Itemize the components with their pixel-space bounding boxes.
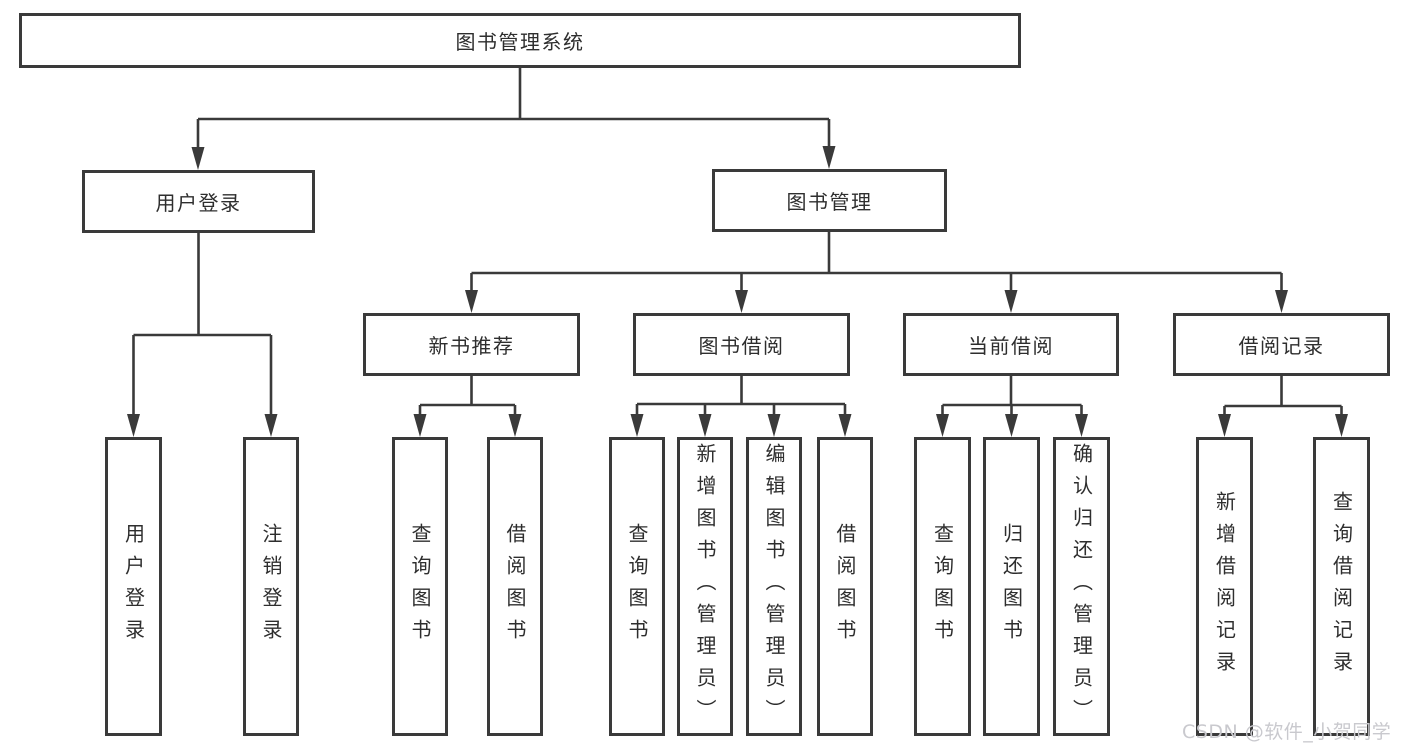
node-label: 查询图书	[625, 522, 649, 651]
leaf-query-borrow-record: 查询借阅记录	[1313, 437, 1370, 736]
node-label: 借阅记录	[1238, 334, 1325, 358]
connector-arrowhead-icon	[1004, 290, 1018, 313]
node-label: 归还图书	[999, 522, 1024, 651]
leaf-add-book-admin: 新增图书（管理员）	[677, 437, 733, 736]
node-book-borrowing: 图书借阅	[633, 313, 850, 376]
connector-arrowhead-icon	[1275, 290, 1288, 313]
node-book-management: 图书管理	[712, 169, 947, 232]
connector-arrowhead-icon	[1218, 414, 1231, 437]
connector-arrowhead-icon	[936, 414, 949, 437]
connector-trunks	[133, 68, 1342, 408]
csdn-watermark: CSDN @软件_小贺同学	[1182, 721, 1392, 743]
connector-arrowhead-icon	[191, 147, 205, 170]
leaf-logout: 注销登录	[243, 437, 299, 736]
leaf-edit-book-admin: 编辑图书（管理员）	[746, 437, 802, 736]
node-label: 查询借阅记录	[1329, 490, 1354, 683]
node-new-book-recommend: 新书推荐	[363, 313, 580, 376]
leaf-borrow-books-recommend: 借阅图书	[487, 437, 543, 736]
leaf-query-books-borrowing: 查询图书	[609, 437, 665, 736]
connector-arrowhead-icon	[1335, 414, 1348, 437]
node-label: 图书管理	[786, 190, 873, 214]
node-user-login: 用户登录	[82, 170, 315, 233]
connector-arrowhead-icon	[413, 414, 427, 437]
node-label: 用户登录	[155, 191, 242, 215]
node-label: 查询图书	[930, 522, 955, 651]
connector-arrowhead-icon	[767, 414, 781, 437]
node-library-management-system: 图书管理系统	[19, 13, 1021, 68]
leaf-borrow-books-borrowing: 借阅图书	[817, 437, 873, 736]
node-label: 新增图书（管理员）	[693, 442, 717, 731]
connector-arrowhead-icon	[698, 414, 712, 437]
connector-arrowhead-icon	[630, 414, 644, 437]
node-label: 新书推荐	[428, 334, 515, 358]
leaf-query-books-current: 查询图书	[914, 437, 971, 736]
node-label: 用户登录	[121, 522, 146, 651]
leaf-confirm-return-admin: 确认归还（管理员）	[1053, 437, 1110, 736]
leaf-return-books: 归还图书	[983, 437, 1040, 736]
node-label: 图书借阅	[698, 334, 785, 358]
leaf-add-borrow-record: 新增借阅记录	[1196, 437, 1253, 736]
node-label: 借阅图书	[833, 522, 857, 651]
node-current-borrowing: 当前借阅	[903, 313, 1119, 376]
connector-arrowhead-icon	[465, 290, 478, 313]
connector-arrowhead-icon	[508, 414, 522, 437]
node-label: 当前借阅	[968, 334, 1054, 358]
leaf-user-login: 用户登录	[105, 437, 162, 736]
node-label: 查询图书	[408, 522, 432, 651]
connector-arrowhead-icon	[1005, 414, 1018, 437]
connector-arrowhead-icon	[264, 414, 278, 437]
connector-arrowhead-icon	[822, 146, 836, 169]
node-borrowing-records: 借阅记录	[1173, 313, 1390, 376]
node-label: 图书管理系统	[455, 30, 585, 54]
node-label: 借阅图书	[503, 522, 527, 651]
leaf-query-books-recommend: 查询图书	[392, 437, 448, 736]
connector-arrowhead-icon	[127, 414, 140, 437]
node-label: 注销登录	[259, 522, 283, 651]
node-label: 确认归还（管理员）	[1069, 442, 1094, 731]
node-label: 编辑图书（管理员）	[762, 442, 786, 731]
connector-arrowhead-icon	[735, 290, 748, 313]
connector-arrowhead-icon	[838, 414, 852, 437]
connector-arrowhead-icon	[1075, 414, 1088, 437]
node-label: 新增借阅记录	[1212, 490, 1237, 683]
